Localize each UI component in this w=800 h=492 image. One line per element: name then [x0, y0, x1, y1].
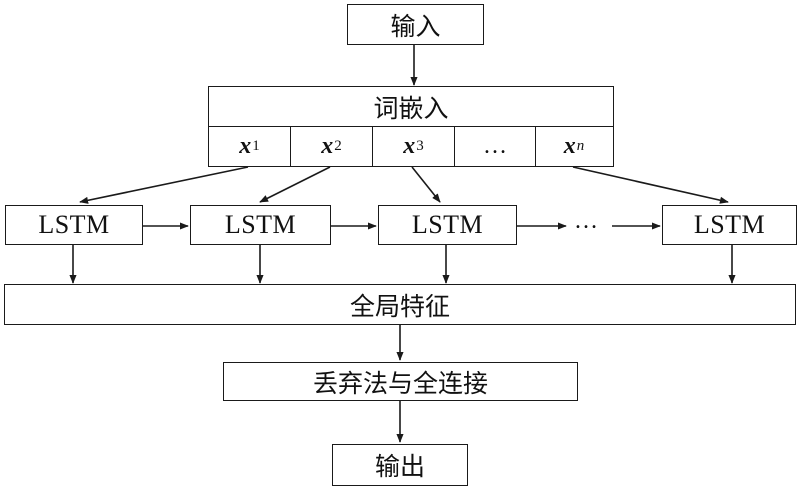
- dropout-fc-label: 丢弃法与全连接: [312, 368, 488, 398]
- embedding-node-label: 词嵌入: [373, 94, 449, 123]
- lstm-node-3: LSTM: [378, 205, 517, 245]
- dropout-fc-node: 丢弃法与全连接: [223, 362, 578, 401]
- embedding-cell-ellipsis: …: [455, 127, 536, 166]
- lstm-node-n: LSTM: [662, 205, 797, 245]
- arrow-x3-to-lstm-3: [411, 166, 441, 203]
- arrow-xn-to-lstm-n: [572, 166, 729, 204]
- embedding-node: 词嵌入: [208, 86, 614, 127]
- lstm-node-2: LSTM: [190, 205, 331, 245]
- global-features-node: 全局特征: [4, 284, 796, 325]
- output-node-label: 输出: [374, 452, 425, 481]
- arrow-x2-to-lstm-2: [259, 166, 331, 203]
- lstm-node-1: LSTM: [5, 205, 143, 245]
- output-node: 输出: [332, 444, 468, 486]
- input-node-label: 输入: [390, 11, 441, 41]
- global-features-label: 全局特征: [349, 291, 450, 321]
- input-node: 输入: [347, 4, 484, 45]
- arrow-x1-to-lstm-1: [79, 166, 249, 204]
- lstm-ellipsis: …: [574, 208, 598, 234]
